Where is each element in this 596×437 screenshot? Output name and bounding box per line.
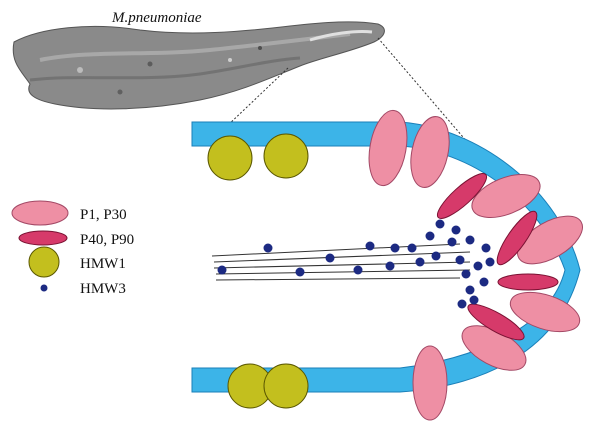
legend-label-hmw1: HMW1 — [80, 256, 126, 272]
p1-p30-proteins — [368, 109, 583, 421]
legend-item-hmw1: HMW1 — [28, 246, 126, 278]
hmw3-proteins — [217, 219, 495, 309]
organism-label: M.pneumoniae — [111, 10, 202, 26]
p40-3 — [497, 273, 559, 291]
legend-item-p1-p30: P1, P30 — [11, 200, 127, 226]
p40-2 — [496, 210, 538, 266]
legend: P1, P30 P40, P90 HMW1 HMW3 — [11, 200, 134, 297]
hmw1-bottom-2 — [263, 363, 309, 409]
legend-label-hmw3: HMW3 — [80, 281, 126, 297]
legend-p1-icon — [11, 200, 69, 226]
p40-1 — [436, 173, 488, 219]
p1-3 — [471, 174, 541, 218]
legend-item-p40-p90: P40, P90 — [18, 230, 134, 248]
hmw1-top-1 — [207, 135, 253, 181]
zoom-lines — [205, 37, 494, 173]
p1-4 — [517, 215, 583, 265]
legend-label-p40-p90: P40, P90 — [80, 232, 134, 248]
legend-item-hmw3: HMW3 — [40, 281, 126, 297]
p40-p90-proteins — [436, 173, 559, 341]
p1-5 — [509, 291, 581, 333]
p40-4 — [467, 303, 525, 341]
cytoskeleton-filaments — [211, 243, 471, 281]
legend-hmw3-icon — [40, 284, 48, 292]
legend-p40-icon — [18, 230, 68, 246]
legend-label-p1-p30: P1, P30 — [80, 207, 127, 223]
hmw1-top-2 — [263, 133, 309, 179]
micrograph-image: M.pneumoniae — [12, 10, 385, 110]
p1-7 — [412, 345, 448, 421]
hmw1-proteins — [207, 133, 309, 409]
p1-1 — [368, 109, 408, 187]
p1-2 — [410, 116, 450, 188]
legend-hmw1-icon — [28, 246, 60, 278]
